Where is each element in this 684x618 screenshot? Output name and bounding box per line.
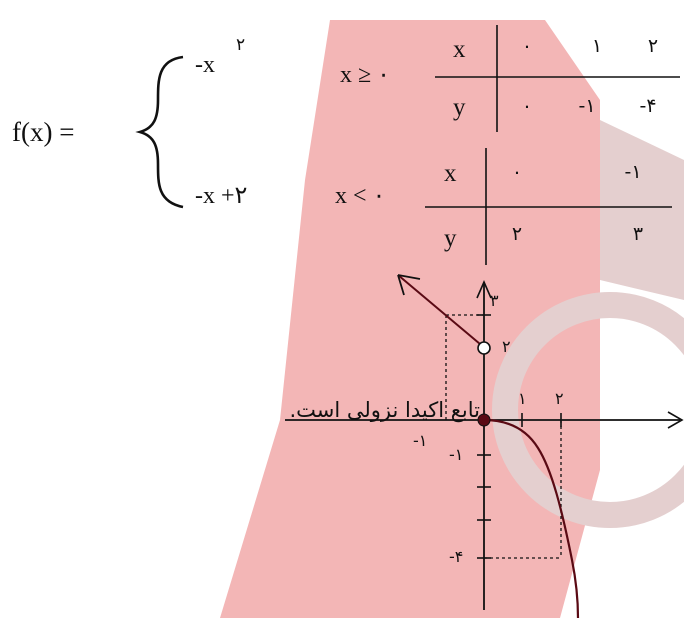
x-label-1: ۱ <box>518 389 527 408</box>
table1-y-label: y <box>453 94 466 121</box>
x-label-neg1: -۱ <box>413 431 427 450</box>
value-table-1: x y ۰ ۱ ۲ ۰ -۱ -۴ <box>435 25 680 132</box>
piece2-condition: x < ۰ <box>335 183 385 209</box>
closed-point <box>477 413 491 427</box>
x-label-2: ۲ <box>555 389 564 408</box>
table1-y-value: -۴ <box>639 95 656 117</box>
y-axis-arrow-icon <box>476 280 492 299</box>
piece1-condition: x ≥ ۰ <box>340 62 390 88</box>
piece2-expression: -x +۲ <box>195 183 247 209</box>
left-brace <box>135 55 184 209</box>
piece1-expression: -x <box>195 52 215 78</box>
piece1-exponent: ۲ <box>236 35 245 54</box>
watermark-side <box>600 120 684 300</box>
table2-x-value: ۰ <box>512 161 522 183</box>
y-label-2: ۲ <box>502 337 511 356</box>
table2-y-value: ۳ <box>633 223 643 245</box>
table1-x-value: ۲ <box>648 35 658 57</box>
y-label-neg1: -۱ <box>449 445 463 464</box>
parabola-branch <box>483 418 580 618</box>
table2-y-label: y <box>444 225 457 252</box>
table1-y-value: -۱ <box>578 95 595 117</box>
table1-x-label: x <box>453 36 466 63</box>
table2-x-label: x <box>444 160 457 187</box>
table1-y-value: ۰ <box>522 95 532 117</box>
table1-x-value: ۰ <box>522 35 532 57</box>
open-point <box>477 341 491 355</box>
function-lhs: f(x) = <box>12 117 74 147</box>
watermark-ring <box>492 292 684 528</box>
watermark-logo <box>220 20 684 618</box>
table2-y-value: ۲ <box>512 223 522 245</box>
line-branch-arrow-icon <box>397 274 421 296</box>
function-graph: ۳ ۲ -۱ -۴ ۱ ۲ -۱ <box>285 274 684 618</box>
table2-x-value: -۱ <box>624 161 641 183</box>
value-table-2: x y ۰ -۱ ۲ ۳ <box>425 148 672 265</box>
x-axis-arrow-icon <box>667 411 684 429</box>
y-label-neg4: -۴ <box>449 547 463 566</box>
watermark-shape <box>220 20 600 618</box>
table1-x-value: ۱ <box>592 35 602 57</box>
line-branch <box>397 274 481 345</box>
y-label-3: ۳ <box>490 291 499 310</box>
conclusion-note: تابع اکیدا نزولی است. <box>289 398 480 422</box>
